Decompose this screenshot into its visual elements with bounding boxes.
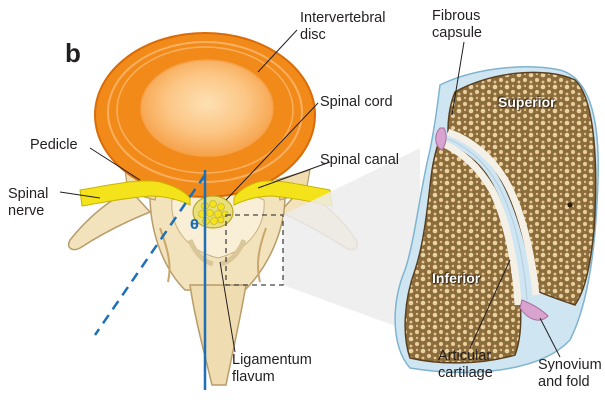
- ligamentum-flavum-label: Ligamentum flavum: [232, 352, 312, 386]
- facet-joint-enlargement: [395, 67, 598, 373]
- fibrous-capsule-label: Fibrous capsule: [432, 8, 482, 42]
- synovium-and-fold-label: Synovium and fold: [538, 357, 602, 391]
- spinal-canal-label: Spinal canal: [320, 152, 399, 169]
- articular-cartilage-label: Articular cartilage: [438, 348, 493, 382]
- angle-label: θ: [190, 218, 199, 233]
- inferior-region-label: Inferior: [432, 270, 480, 286]
- superior-region-label: Superior: [498, 94, 556, 110]
- panel-label: b: [65, 38, 81, 69]
- intervertebral-disc-label: Intervertebral disc: [300, 10, 385, 44]
- spinal-nerve-label: Spinal nerve: [8, 186, 48, 220]
- pedicle-label: Pedicle: [30, 137, 78, 154]
- spinal-cord-label: Spinal cord: [320, 94, 393, 111]
